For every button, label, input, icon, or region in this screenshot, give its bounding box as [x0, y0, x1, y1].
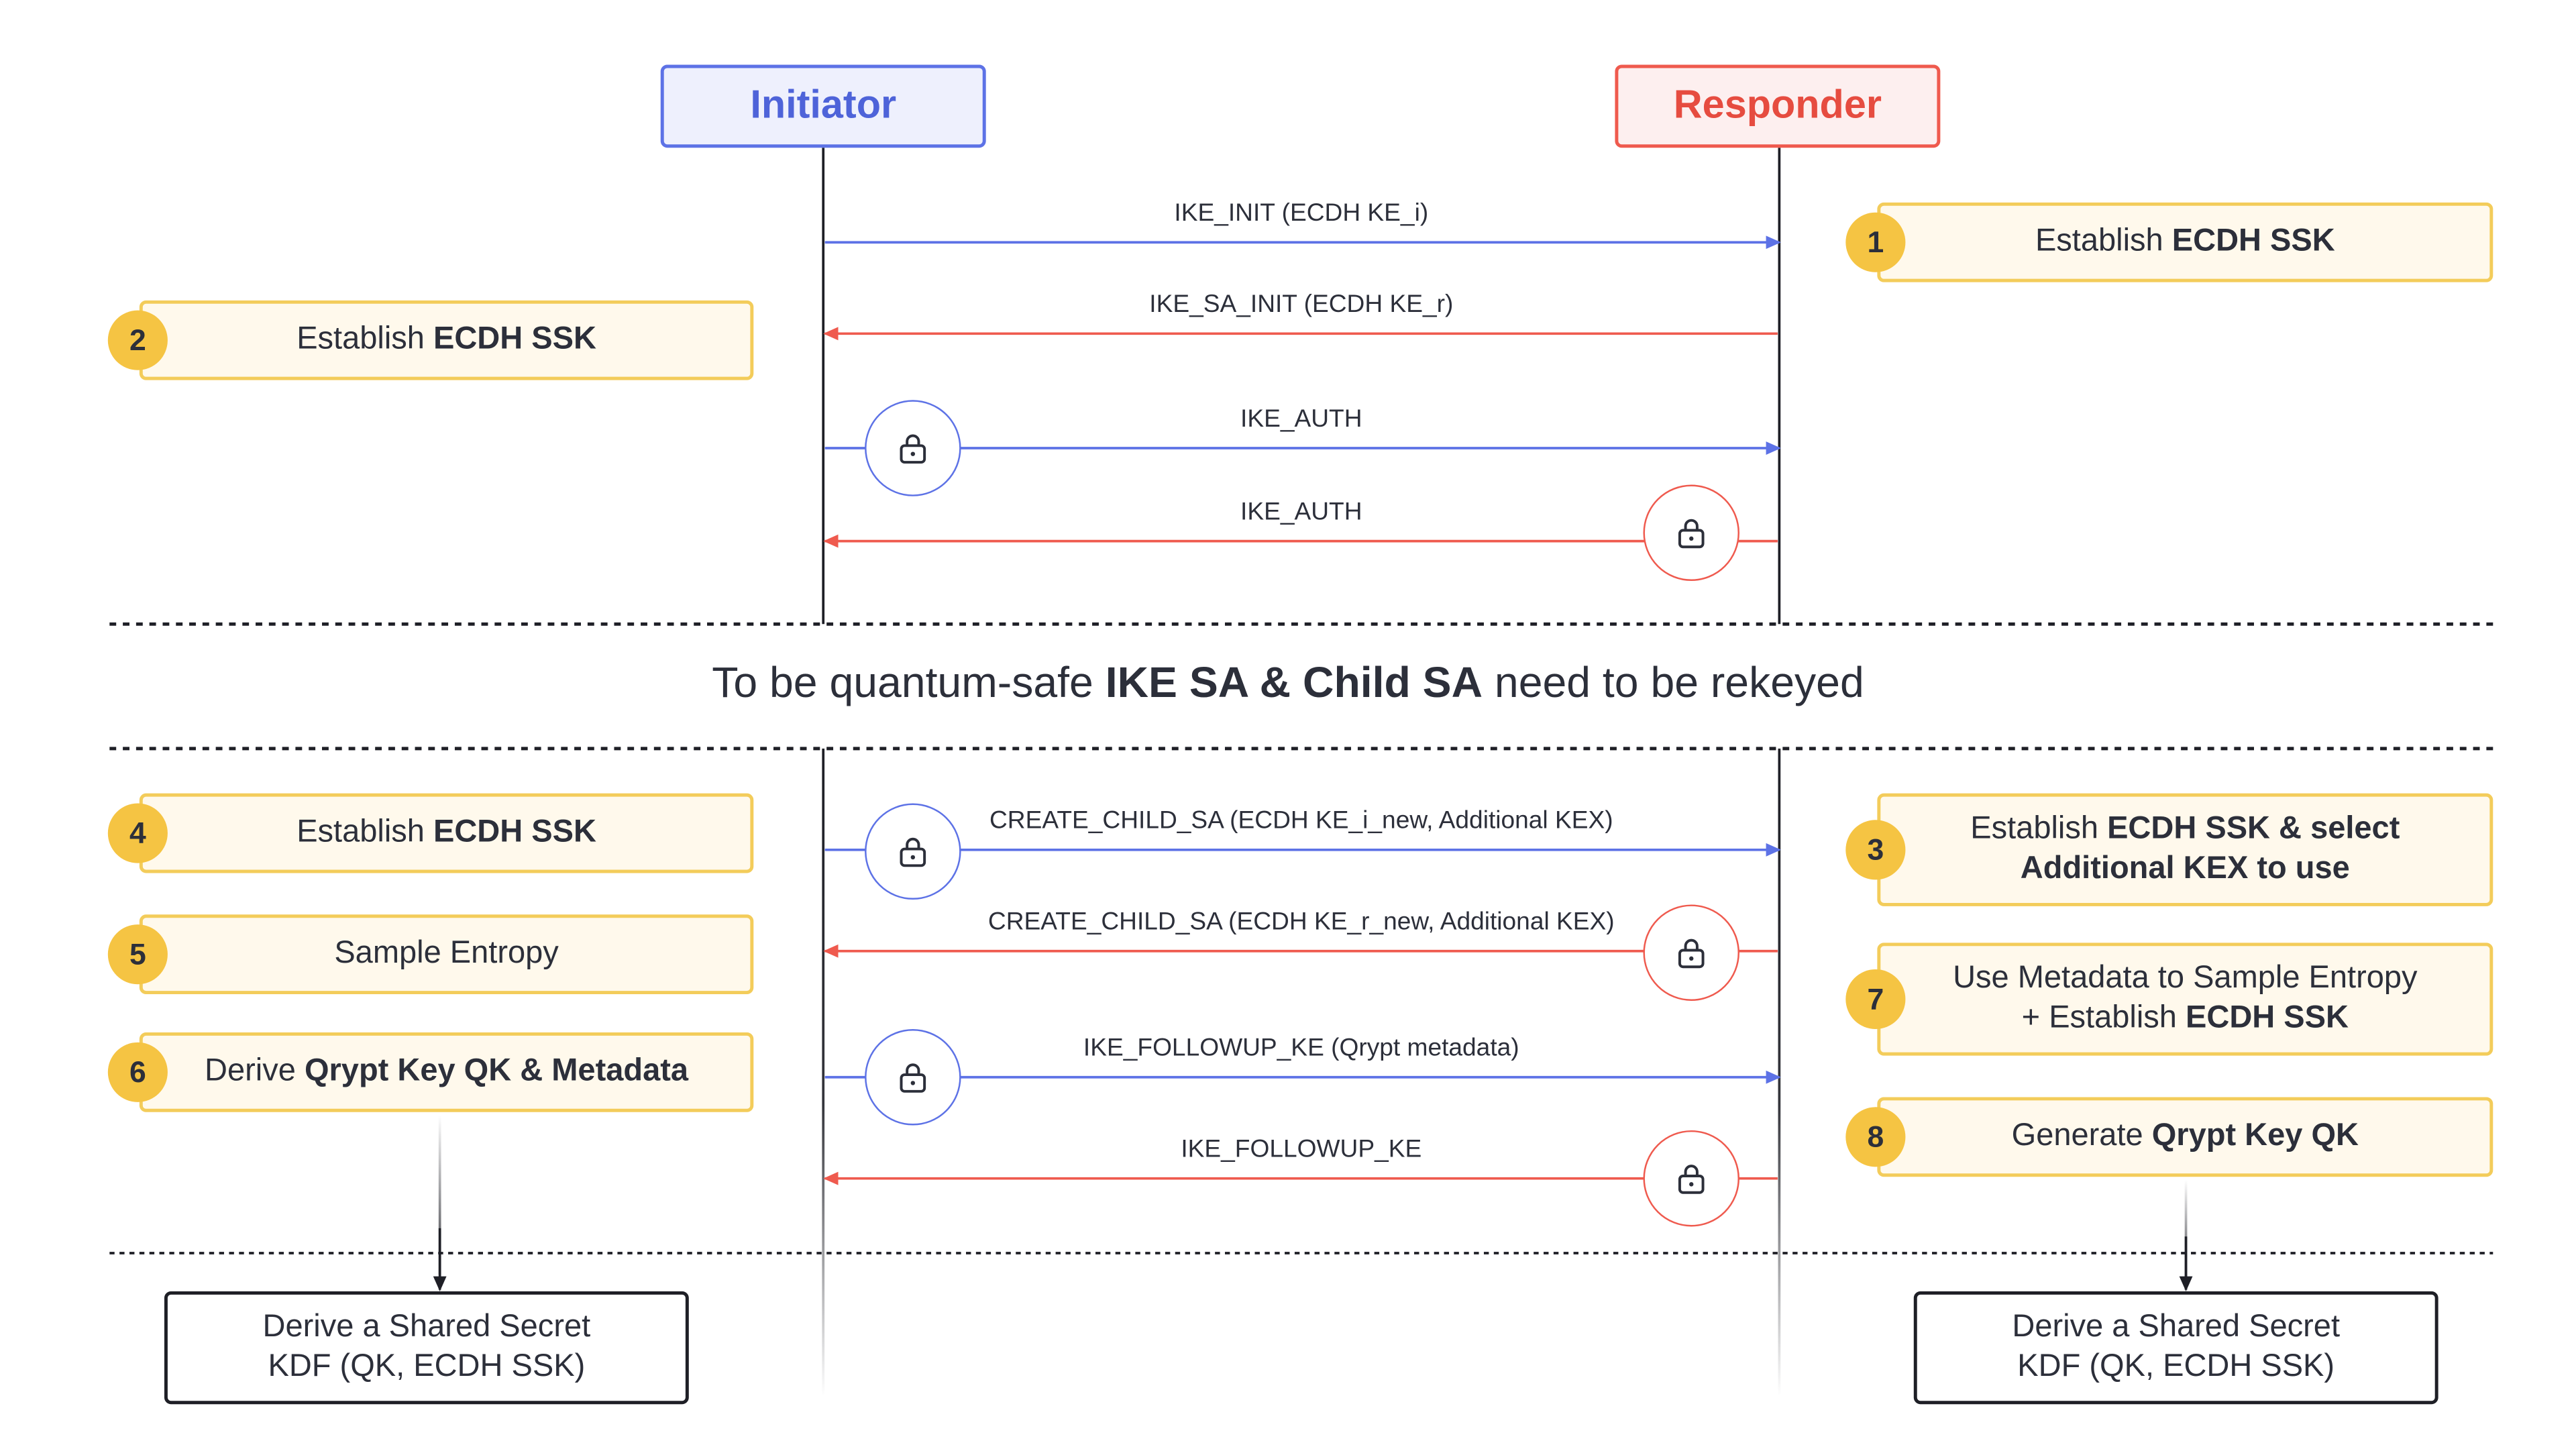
step-badge-1: 1 [1845, 212, 1906, 272]
step-5-box: Sample Entropy [139, 914, 754, 995]
step-text: Use Metadata to Sample Entropy+ Establis… [1953, 961, 2418, 1036]
step-6-box: Derive Qrypt Key QK & Metadata [139, 1032, 754, 1112]
shared-secret-box-initiator: Derive a Shared Secret KDF (QK, ECDH SSK… [164, 1291, 689, 1405]
rekey-banner: To be quantum-safe IKE SA & Child SA nee… [712, 657, 1864, 708]
result-line-1: Derive a Shared Secret [262, 1309, 591, 1345]
step-badge-3: 3 [1845, 820, 1906, 880]
message-label-3: IKE_AUTH [1240, 405, 1362, 433]
step-text: Establish ECDH SSK [297, 814, 596, 850]
step-1-box: Establish ECDH SSK [1877, 202, 2493, 282]
connector-left [438, 1115, 441, 1275]
message-label-6: CREATE_CHILD_SA (ECDH KE_r_new, Addition… [987, 908, 1615, 936]
message-label-4: IKE_AUTH [1240, 498, 1362, 527]
step-badge-8: 8 [1845, 1107, 1906, 1167]
step-4-box: Establish ECDH SSK [139, 793, 754, 873]
step-8-box: Generate Qrypt Key QK [1877, 1097, 2493, 1177]
step-badge-6: 6 [107, 1042, 168, 1102]
step-text: Generate Qrypt Key QK [2011, 1118, 2359, 1154]
step-7-box: Use Metadata to Sample Entropy+ Establis… [1877, 943, 2493, 1056]
initiator-lifeline-bottom [822, 748, 825, 1396]
message-label-7: IKE_FOLLOWUP_KE (Qrypt metadata) [1083, 1034, 1519, 1063]
step-badge-2: 2 [107, 310, 168, 370]
result-line-1: Derive a Shared Secret [2012, 1309, 2341, 1345]
result-line-2: KDF (QK, ECDH SSK) [2017, 1349, 2335, 1385]
step-badge-5: 5 [107, 924, 168, 985]
step-text: Sample Entropy [334, 936, 559, 971]
step-text: Derive Qrypt Key QK & Metadata [205, 1054, 689, 1089]
message-label-1: IKE_INIT (ECDH KE_i) [1174, 199, 1429, 227]
connector-right [2184, 1180, 2188, 1280]
message-label-8: IKE_FOLLOWUP_KE [1181, 1135, 1422, 1164]
step-text: Establish ECDH SSK [2035, 224, 2335, 259]
shared-secret-box-responder: Derive a Shared Secret KDF (QK, ECDH SSK… [1913, 1291, 2438, 1405]
lock-icon [865, 803, 961, 900]
step-badge-7: 7 [1845, 969, 1906, 1030]
result-line-2: KDF (QK, ECDH SSK) [268, 1349, 586, 1385]
step-badge-4: 4 [107, 803, 168, 863]
message-label-5: CREATE_CHILD_SA (ECDH KE_i_new, Addition… [989, 806, 1613, 835]
message-label-2: IKE_SA_INIT (ECDH KE_r) [1149, 290, 1454, 319]
lock-icon [1643, 484, 1739, 581]
responder-lifeline-bottom [1778, 748, 1781, 1396]
initiator-actor: Initiator [660, 64, 986, 148]
step-2-box: Establish ECDH SSK [139, 300, 754, 380]
lock-icon [865, 1029, 961, 1126]
lock-icon [865, 400, 961, 496]
lock-icon [1643, 904, 1739, 1001]
lock-icon [1643, 1130, 1739, 1227]
step-text: Establish ECDH SSK [297, 322, 596, 357]
responder-actor: Responder [1615, 64, 1941, 148]
